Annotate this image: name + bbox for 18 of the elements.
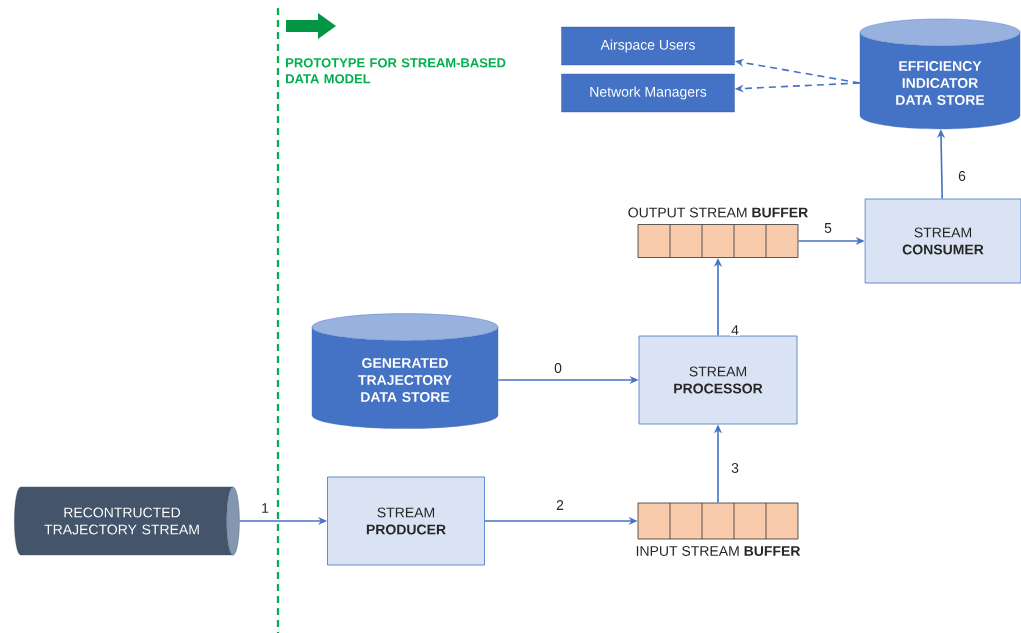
process-box: STREAM CONSUMER xyxy=(864,198,1021,284)
process-box: STREAM PROCESSOR xyxy=(638,335,798,425)
edge-label: 5 xyxy=(824,223,832,233)
buffer-caption: OUTPUT STREAM BUFFER xyxy=(628,207,808,218)
stream-cylinder: RECONTRUCTED TRAJECTORY STREAM xyxy=(14,486,240,556)
user-box: Network Managers xyxy=(561,73,735,113)
user-box: Airspace Users xyxy=(561,26,735,66)
database-cylinder: EFFICIENCY INDICATOR DATA STORE xyxy=(859,18,1021,130)
edge-label: 3 xyxy=(731,463,739,473)
edge-label: 4 xyxy=(731,325,739,335)
prototype-label: PROTOTYPE FOR STREAM-BASED DATA MODEL xyxy=(286,58,506,84)
edge-label: 6 xyxy=(958,171,966,181)
edge-label: 0 xyxy=(554,363,562,373)
database-cylinder: GENERATED TRAJECTORY DATA STORE xyxy=(311,313,499,429)
edge-label: 1 xyxy=(262,503,269,513)
edge-label: 2 xyxy=(556,500,564,510)
buffer-caption: INPUT STREAM BUFFER xyxy=(636,546,801,556)
process-box: STREAM PRODUCER xyxy=(327,476,485,566)
